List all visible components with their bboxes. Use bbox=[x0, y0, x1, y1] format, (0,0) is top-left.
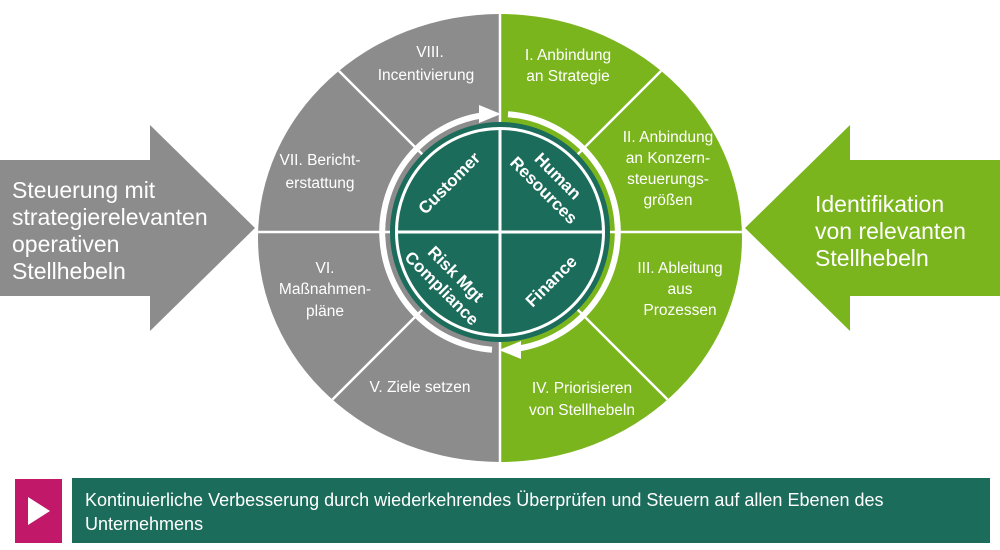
footer-banner: Kontinuierliche Verbesserung durch wiede… bbox=[15, 478, 990, 543]
footer-text-line-1: Kontinuierliche Verbesserung durch wiede… bbox=[85, 490, 884, 510]
segment-4-line-2: von Stellhebeln bbox=[529, 402, 635, 419]
right-arrow-shape bbox=[745, 125, 1000, 331]
play-icon bbox=[28, 497, 50, 525]
left-arrow-line-4: Stellhebeln bbox=[12, 258, 126, 284]
core-inner-border bbox=[395, 127, 605, 337]
left-arrow-line-3: operativen bbox=[12, 231, 119, 257]
segment-3-line-1: III. Ableitung bbox=[637, 260, 722, 277]
segment-1: I. Anbindung an Strategie bbox=[525, 47, 611, 85]
segment-7-line-2: erstattung bbox=[286, 175, 355, 192]
left-arrow-shape bbox=[0, 125, 255, 331]
segment-2: II. Anbindung an Konzern- steuerungs- gr… bbox=[623, 129, 714, 209]
segment-6-line-3: pläne bbox=[306, 303, 344, 320]
segment-4-line-1: IV. Priorisieren bbox=[532, 380, 632, 397]
segment-2-line-3: steuerungs- bbox=[627, 171, 709, 188]
outer-cycle-disk bbox=[258, 14, 742, 462]
segment-4: IV. Priorisieren von Stellhebeln bbox=[529, 380, 635, 419]
outer-disk-right-half bbox=[500, 14, 742, 462]
left-arrow: Steuerung mit strategierelevanten operat… bbox=[0, 125, 255, 331]
right-arrow-line-1: Identifikation bbox=[815, 191, 944, 217]
segment-3-line-3: Prozessen bbox=[643, 302, 716, 319]
segment-5: V. Ziele setzen bbox=[369, 379, 470, 396]
footer-text-line-2: Unternehmens bbox=[85, 514, 203, 534]
cycle-arrows bbox=[379, 105, 621, 359]
segment-3-line-2: aus bbox=[668, 281, 693, 298]
segment-8-line-2: Incentivierung bbox=[378, 67, 475, 84]
footer-bar bbox=[72, 478, 990, 543]
arrow-right-icon bbox=[479, 105, 501, 123]
cycle-arrow-left-arc bbox=[379, 112, 493, 353]
outer-disk-left-half bbox=[258, 14, 500, 462]
left-arrow-line-2: strategierelevanten bbox=[12, 204, 208, 230]
segment-2-line-1: II. Anbindung bbox=[623, 129, 714, 146]
segment-2-line-4: größen bbox=[643, 192, 692, 209]
segment-1-line-1: I. Anbindung bbox=[525, 47, 611, 64]
segment-7: VII. Bericht- erstattung bbox=[280, 152, 361, 192]
segment-6: VI. Maßnahmen- pläne bbox=[279, 260, 371, 320]
cycle-arrow-right-arc bbox=[507, 111, 621, 352]
segment-7-line-1: VII. Bericht- bbox=[280, 152, 361, 169]
segment-3: III. Ableitung aus Prozessen bbox=[637, 260, 722, 319]
segment-2-line-2: an Konzern- bbox=[626, 150, 710, 167]
arrow-left-icon bbox=[499, 341, 521, 359]
segment-8: VIII. Incentivierung bbox=[378, 44, 475, 84]
segment-6-line-1: VI. bbox=[316, 260, 335, 277]
right-arrow-line-2: von relevanten bbox=[815, 218, 966, 244]
segment-6-line-2: Maßnahmen- bbox=[279, 281, 371, 298]
segment-8-line-1: VIII. bbox=[416, 44, 444, 61]
core-circle: Customer Human Resources Risk Mgt Compli… bbox=[390, 122, 610, 342]
segment-1-line-2: an Strategie bbox=[526, 68, 610, 85]
left-arrow-line-1: Steuerung mit bbox=[12, 177, 156, 203]
right-arrow-line-3: Stellhebeln bbox=[815, 245, 929, 271]
segment-5-line-1: V. Ziele setzen bbox=[369, 379, 470, 396]
right-arrow: Identifikation von relevanten Stellhebel… bbox=[745, 125, 1000, 331]
